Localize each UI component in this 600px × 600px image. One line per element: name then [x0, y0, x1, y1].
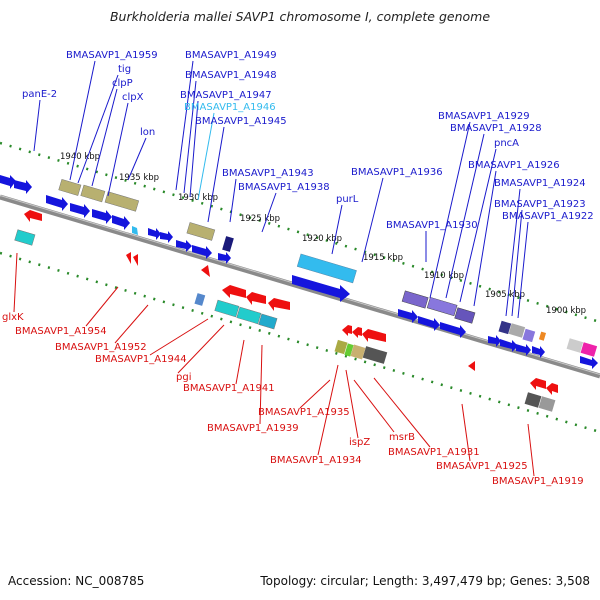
reverse-gene-arrows	[24, 210, 558, 395]
forward-gene-leader-bmasavp1-a1943	[229, 178, 237, 223]
reverse-gene-label-bmasavp1-a1944[interactable]: BMASAVP1_A1944	[95, 354, 187, 365]
forward-gene-label-bmasavp1-a1936[interactable]: BMASAVP1_A1936	[351, 167, 443, 178]
genome-summary: Topology: circular; Length: 3,497,479 bp…	[260, 574, 590, 588]
ruler-label-1900-kbp: 1900 kbp	[546, 306, 586, 316]
forward-gene-label-bmasavp1-a1929[interactable]: BMASAVP1_A1929	[438, 111, 530, 122]
forward-gene-leader-bmasavp1-a1947	[189, 100, 199, 198]
ruler-label-1940-kbp: 1940 kbp	[60, 152, 100, 162]
ruler-label-1910-kbp: 1910 kbp	[424, 271, 464, 281]
map-title: Burkholderia mallei SAVP1 chromosome I, …	[109, 9, 491, 24]
forward-gene-label-bmasavp1-a1945[interactable]: BMASAVP1_A1945	[195, 116, 287, 127]
forward-gene-leader-bmasavp1-a1923	[511, 209, 523, 317]
forward-gene-leader-bmasavp1-a1922	[517, 221, 529, 319]
reverse-gene-label-ispz[interactable]: ispZ	[349, 437, 370, 448]
reverse-gene-leader-bmasavp1-a1934	[317, 364, 339, 456]
reverse-gene-leader-bmasavp1-a1941	[235, 339, 245, 385]
reverse-gene-label-bmasavp1-a1941[interactable]: BMASAVP1_A1941	[183, 383, 275, 394]
forward-gene-leader-bmasavp1-a1936	[361, 177, 384, 263]
reverse-gene-label-bmasavp1-a1931[interactable]: BMASAVP1_A1931	[388, 447, 480, 458]
forward-gene-leader-lon	[127, 137, 147, 181]
forward-gene-leader-bmasavp1-a1924	[505, 188, 521, 317]
forward-gene-leader-bmasavp1-a1959	[69, 60, 96, 181]
reverse-gene-label-glxk[interactable]: glxK	[2, 312, 24, 323]
forward-gene-label-bmasavp1-a1946[interactable]: BMASAVP1_A1946	[184, 102, 276, 113]
reverse-gene-label-bmasavp1-a1934[interactable]: BMASAVP1_A1934	[270, 455, 362, 466]
forward-gene-label-bmasavp1-a1928[interactable]: BMASAVP1_A1928	[450, 123, 542, 134]
reverse-gene-label-bmasavp1-a1952[interactable]: BMASAVP1_A1952	[55, 342, 147, 353]
ruler-label-1915-kbp: 1915 kbp	[363, 253, 403, 263]
forward-gene-boxes	[58, 179, 598, 357]
forward-gene-label-clpp[interactable]: clpP	[112, 78, 133, 89]
forward-gene-label-bmasavp1-a1947[interactable]: BMASAVP1_A1947	[180, 90, 272, 101]
ruler-label-1905-kbp: 1905 kbp	[485, 290, 525, 300]
forward-gene-label-bmasavp1-a1922[interactable]: BMASAVP1_A1922	[502, 211, 594, 222]
reverse-gene-leader-pgi	[177, 324, 225, 374]
forward-gene-label-purl[interactable]: purL	[336, 194, 359, 205]
reverse-gene-leader-bmasavp1-a1935	[299, 379, 331, 409]
forward-gene-leader-pane-2	[33, 99, 41, 152]
forward-gene-leader-bmasavp1-a1948	[183, 80, 197, 194]
forward-gene-label-bmasavp1-a1924[interactable]: BMASAVP1_A1924	[494, 178, 586, 189]
reverse-gene-boxes	[14, 229, 556, 412]
forward-gene-leader-purl	[331, 204, 343, 255]
forward-tick-row	[0, 141, 600, 324]
reverse-gene-label-msrb[interactable]: msrB	[389, 432, 415, 443]
forward-gene-label-pane-2[interactable]: panE-2	[22, 89, 57, 100]
forward-gene-label-pnca[interactable]: pncA	[494, 138, 519, 149]
forward-gene-label-tig[interactable]: tig	[118, 64, 131, 75]
chromosome-backbone	[0, 194, 600, 379]
reverse-gene-label-bmasavp1-a1939[interactable]: BMASAVP1_A1939	[207, 423, 299, 434]
reverse-gene-leader-msrb	[353, 379, 395, 433]
forward-gene-label-bmasavp1-a1938[interactable]: BMASAVP1_A1938	[238, 182, 330, 193]
reverse-gene-label-bmasavp1-a1925[interactable]: BMASAVP1_A1925	[436, 461, 528, 472]
forward-gene-label-bmasavp1-a1923[interactable]: BMASAVP1_A1923	[494, 199, 586, 210]
forward-gene-label-bmasavp1-a1949[interactable]: BMASAVP1_A1949	[185, 50, 277, 61]
forward-gene-label-bmasavp1-a1959[interactable]: BMASAVP1_A1959	[66, 50, 158, 61]
forward-gene-label-bmasavp1-a1948[interactable]: BMASAVP1_A1948	[185, 70, 277, 81]
reverse-gene-label-bmasavp1-a1919[interactable]: BMASAVP1_A1919	[492, 476, 584, 487]
reverse-gene-leader-bmasavp1-a1954	[85, 286, 119, 327]
forward-gene-leader-bmasavp1-a1929	[429, 121, 471, 299]
forward-gene-leader-bmasavp1-a1949	[175, 60, 194, 191]
reverse-gene-label-bmasavp1-a1954[interactable]: BMASAVP1_A1954	[15, 326, 107, 337]
forward-gene-leader-bmasavp1-a1945	[207, 126, 225, 223]
ruler-label-1920-kbp: 1920 kbp	[302, 234, 342, 244]
reverse-gene-leader-ispz	[345, 369, 359, 439]
forward-gene-label-lon[interactable]: lon	[140, 127, 155, 138]
forward-gene-arrows	[0, 175, 598, 369]
forward-gene-leader-bmasavp1-a1926	[473, 170, 497, 307]
reverse-gene-leader-bmasavp1-a1939	[259, 344, 263, 425]
reverse-gene-leader-bmasavp1-a1925	[461, 403, 471, 462]
reverse-gene-label-pgi[interactable]: pgi	[176, 372, 191, 383]
reverse-gene-label-bmasavp1-a1935[interactable]: BMASAVP1_A1935	[258, 407, 350, 418]
forward-gene-leader-bmasavp1-a1946	[197, 112, 215, 201]
forward-gene-label-clpx[interactable]: clpX	[122, 92, 144, 103]
forward-gene-leader-bmasavp1-a1938	[261, 192, 277, 233]
ruler-label-1935-kbp: 1935 kbp	[119, 173, 159, 183]
forward-gene-leader-tig	[77, 74, 119, 184]
reverse-gene-leader-bmasavp1-a1931	[373, 377, 431, 448]
forward-gene-leader-pnca	[459, 148, 497, 303]
reverse-gene-leader-bmasavp1-a1952	[114, 304, 149, 344]
forward-gene-leader-clpp	[91, 88, 118, 187]
forward-gene-label-bmasavp1-a1926[interactable]: BMASAVP1_A1926	[468, 160, 560, 171]
forward-gene-leader-bmasavp1-a1928	[445, 133, 485, 299]
forward-gene-label-bmasavp1-a1943[interactable]: BMASAVP1_A1943	[222, 168, 314, 179]
accession-text: Accession: NC_008785	[8, 574, 145, 588]
forward-gene-leader-clpx	[107, 102, 129, 197]
reverse-gene-leader-bmasavp1-a1919	[527, 423, 535, 477]
reverse-gene-leader-glxk	[13, 252, 18, 313]
forward-gene-label-bmasavp1-a1930[interactable]: BMASAVP1_A1930	[386, 220, 478, 231]
reverse-gene-leader-bmasavp1-a1944	[149, 318, 209, 356]
reverse-tick-row	[0, 251, 600, 434]
ruler-label-1925-kbp: 1925 kbp	[240, 214, 280, 224]
